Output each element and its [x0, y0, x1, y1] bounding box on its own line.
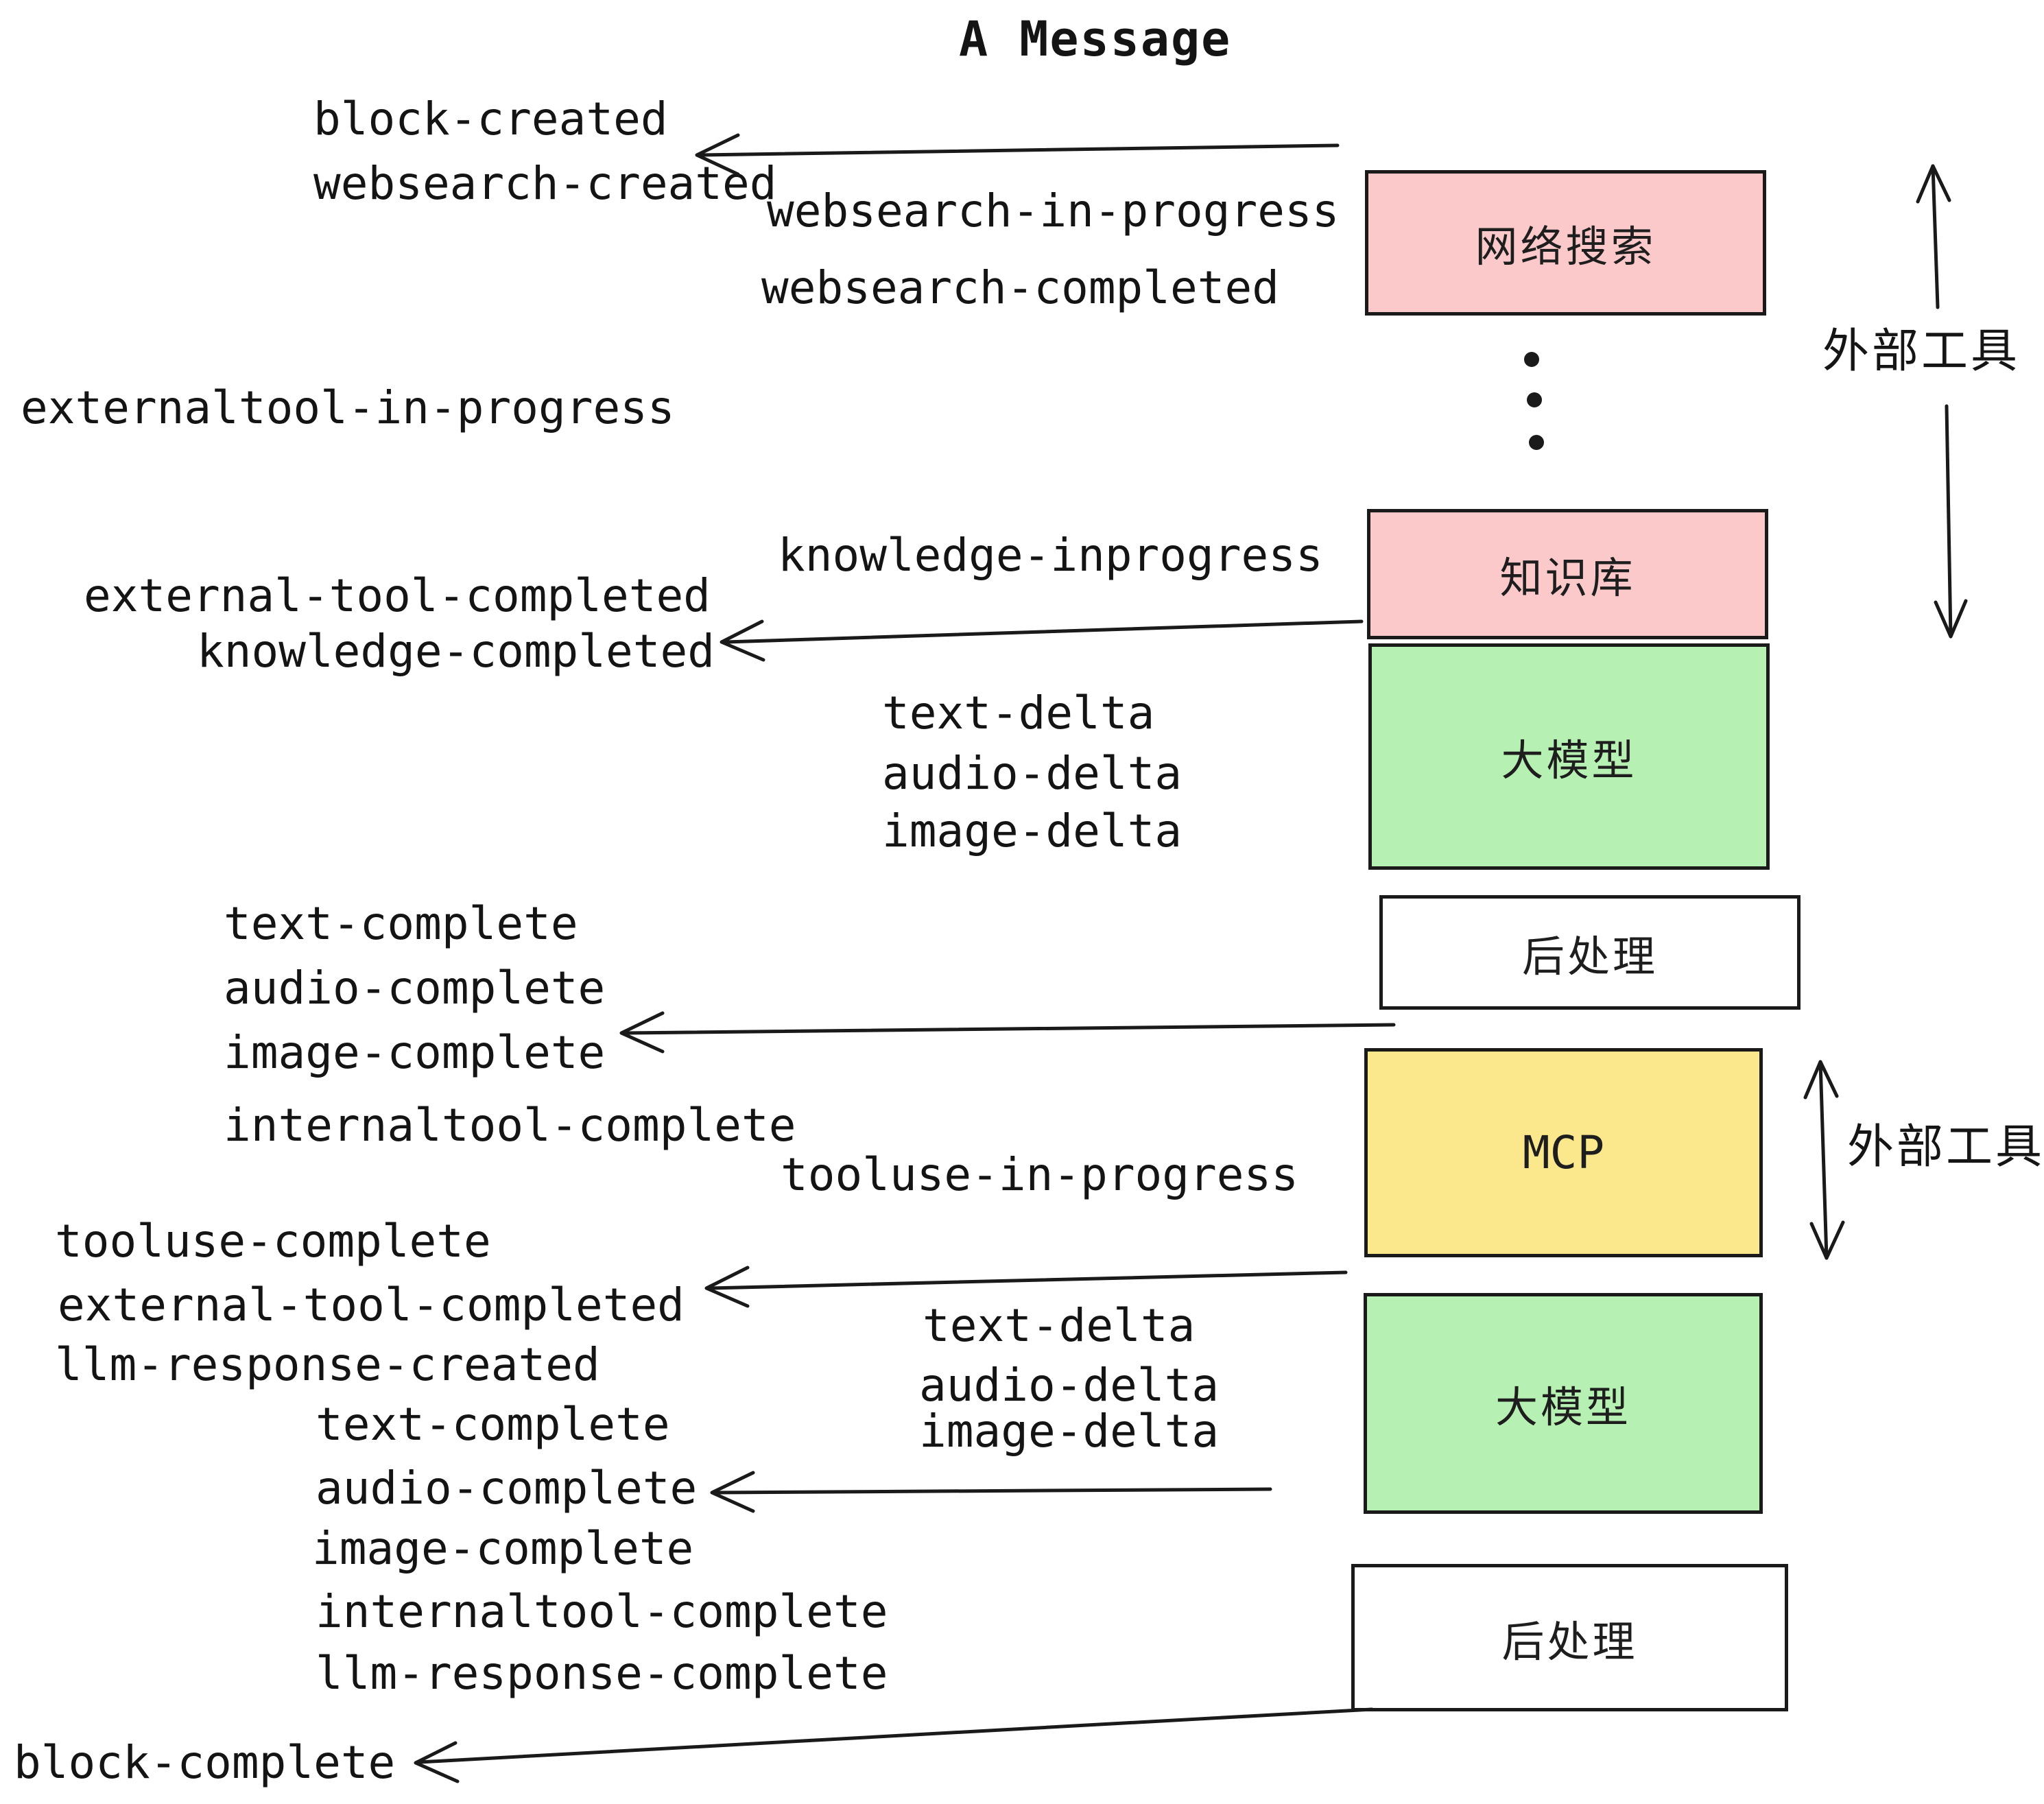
- event-block-complete: block-complete: [14, 1736, 396, 1789]
- event-llm-response-created: llm-response-created: [55, 1338, 600, 1391]
- box-postprocess-1-label: 后处理: [1521, 931, 1658, 982]
- box-websearch-label: 网络搜索: [1475, 222, 1656, 272]
- event-text-complete-2: text-complete: [316, 1398, 670, 1451]
- box-llm-2-label: 大模型: [1495, 1382, 1631, 1432]
- box-postprocess-1: 后处理: [1379, 895, 1801, 1010]
- arrow-to-tooluse-complete: [704, 1266, 1348, 1308]
- event-internaltool-complete-2: internaltool-complete: [316, 1585, 888, 1638]
- double-arrow-external-tools-2: [1803, 1060, 1845, 1260]
- event-image-complete-1: image-complete: [224, 1026, 606, 1079]
- box-mcp: MCP: [1364, 1048, 1763, 1257]
- arrow-to-block-complete: [414, 1707, 1374, 1783]
- arrow-to-image-complete: [619, 1011, 1396, 1054]
- event-audio-delta-2: audio-delta: [919, 1359, 1220, 1412]
- arrow-to-audio-complete: [710, 1471, 1272, 1513]
- arrow-to-knowledge-completed: [720, 619, 1364, 662]
- event-tooluse-complete: tooluse-complete: [55, 1215, 491, 1268]
- box-mcp-label: MCP: [1522, 1126, 1605, 1179]
- event-text-delta-1: text-delta: [882, 687, 1155, 739]
- ellipsis-dots-icon: [1524, 352, 1544, 450]
- side-label-external-tools-1: 外部工具: [1822, 324, 2021, 379]
- event-text-delta-2: text-delta: [923, 1299, 1196, 1352]
- event-audio-complete-2: audio-complete: [316, 1462, 698, 1515]
- box-websearch: 网络搜索: [1365, 170, 1766, 316]
- event-image-delta-2: image-delta: [919, 1405, 1220, 1458]
- box-llm-1: 大模型: [1368, 643, 1770, 870]
- event-audio-delta-1: audio-delta: [882, 747, 1183, 800]
- diagram-title: A Message: [959, 11, 1232, 67]
- event-text-complete-1: text-complete: [224, 897, 578, 950]
- event-tooluse-in-progress: tooluse-in-progress: [781, 1148, 1298, 1201]
- event-block-created: block-created: [313, 93, 668, 145]
- event-external-tool-completed: external-tool-completed: [84, 569, 711, 622]
- event-websearch-completed: websearch-completed: [761, 261, 1279, 314]
- event-audio-complete-1: audio-complete: [224, 962, 606, 1014]
- box-knowledge-label: 知识库: [1499, 553, 1636, 603]
- event-internaltool-complete-1: internaltool-complete: [224, 1099, 796, 1152]
- event-image-delta-1: image-delta: [882, 805, 1183, 857]
- event-external-tool-completed-2: external-tool-completed: [58, 1279, 685, 1331]
- event-websearch-in-progress: websearch-in-progress: [767, 185, 1340, 237]
- side-label-external-tools-2: 外部工具: [1847, 1120, 2044, 1174]
- event-externaltool-in-progress: externaltool-in-progress: [21, 381, 675, 434]
- event-knowledge-completed: knowledge-completed: [197, 625, 715, 678]
- box-knowledge: 知识库: [1367, 509, 1768, 639]
- event-image-complete-2: image-complete: [312, 1522, 694, 1575]
- box-llm-2: 大模型: [1364, 1293, 1763, 1514]
- event-knowledge-inprogress: knowledge-inprogress: [778, 529, 1323, 582]
- double-arrow-external-tools-1: [1916, 164, 1968, 639]
- event-websearch-created: websearch-created: [313, 157, 777, 210]
- event-llm-response-complete: llm-response-complete: [316, 1647, 888, 1700]
- box-llm-1-label: 大模型: [1501, 735, 1637, 785]
- box-postprocess-2: 后处理: [1351, 1564, 1788, 1711]
- arrow-to-websearch-created: [695, 133, 1340, 176]
- box-postprocess-2-label: 后处理: [1501, 1616, 1638, 1667]
